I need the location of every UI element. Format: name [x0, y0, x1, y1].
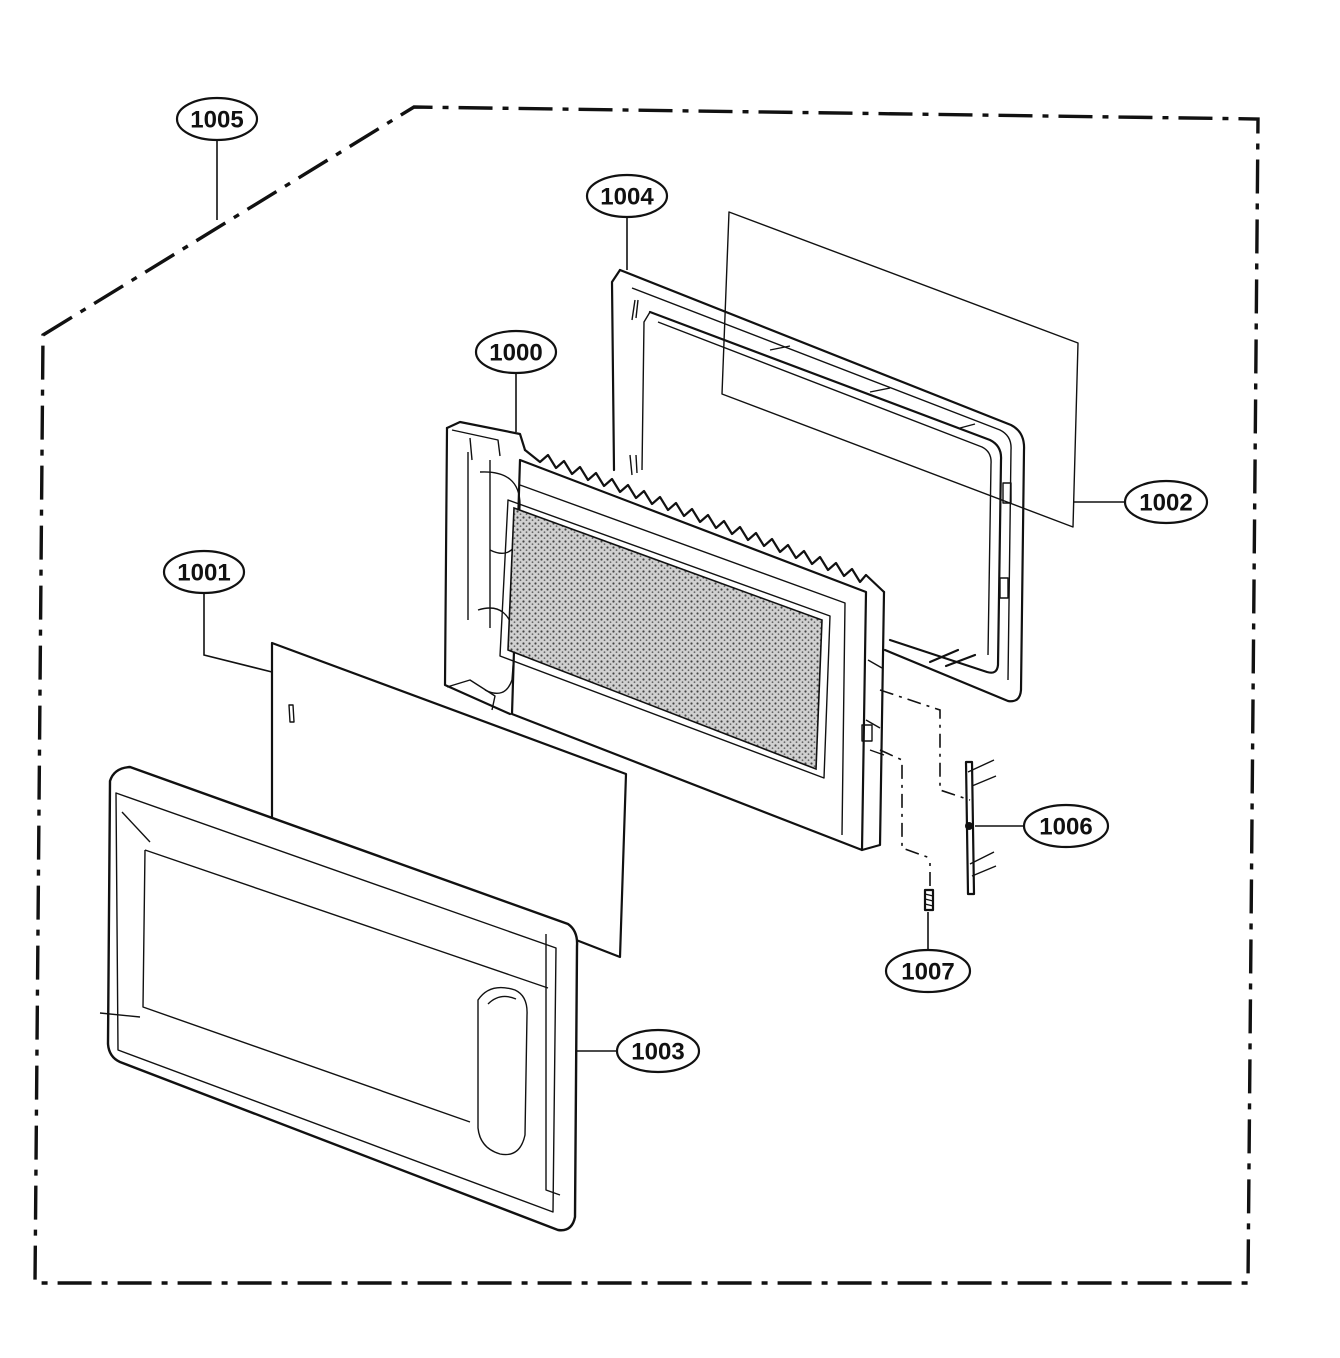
leader-lines: [203, 140, 1125, 1052]
callout-label: 1000: [489, 340, 542, 367]
mesh-window: [507, 506, 823, 771]
spring-part: [923, 860, 935, 912]
callout-label: 1002: [1139, 490, 1192, 517]
callout-1002: 1002: [1123, 479, 1209, 525]
callout-1001: 1001: [162, 549, 246, 595]
door-frame-part: [610, 268, 1026, 703]
callout-label: 1005: [190, 107, 243, 134]
film-sheet-part: [721, 211, 1079, 528]
callout-1006: 1006: [1022, 803, 1110, 849]
callout-label: 1004: [600, 184, 654, 211]
callout-1004: 1004: [585, 173, 669, 219]
callout-1003: 1003: [615, 1028, 701, 1074]
glass-panel-part: [270, 641, 628, 959]
callout-label: 1001: [177, 560, 230, 587]
callout-1000: 1000: [474, 329, 558, 375]
door-chassis-part: [443, 420, 886, 852]
callout-label: 1007: [901, 959, 954, 986]
latch-part: [879, 689, 997, 896]
callout-label: 1003: [631, 1039, 684, 1066]
assembly-boundary: [33, 105, 1260, 1285]
callout-1005: 1005: [175, 96, 259, 142]
door-front-part: [99, 765, 579, 1232]
callout-label: 1006: [1039, 814, 1092, 841]
callout-1007: 1007: [884, 948, 972, 994]
